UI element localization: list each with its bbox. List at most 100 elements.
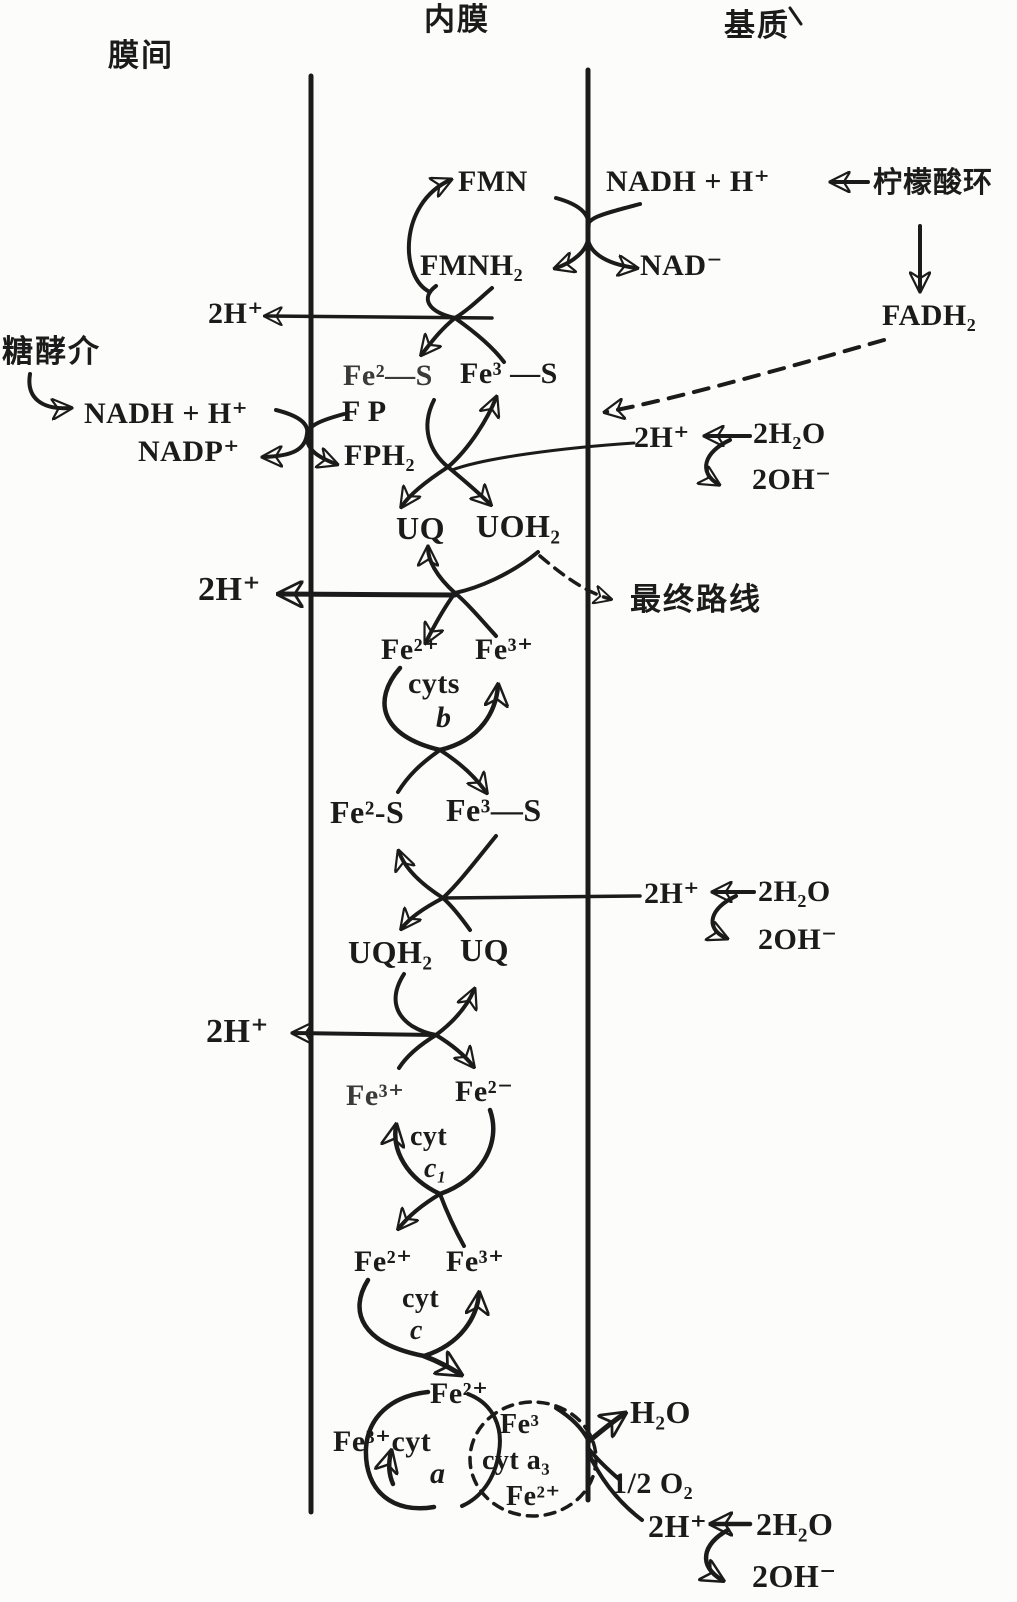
arrow-fmn-to-nad — [554, 196, 636, 268]
fes2-right-down-curve — [441, 834, 498, 900]
membrane-to-proton-bottom — [586, 1450, 644, 1522]
fe2-c1-label: Fe²⁻ — [455, 1075, 514, 1108]
cytc1-loop-right — [437, 1107, 496, 1197]
uoh2-down-curve — [453, 550, 540, 595]
arrow-up-into-fes2 — [399, 852, 445, 900]
fph2-label: FPH₂ — [344, 439, 415, 472]
proton-low-arrow — [294, 1033, 438, 1035]
proton-r1-line — [450, 441, 636, 472]
cytb-loop-left — [382, 665, 443, 753]
hook-r2-to-hydroxide — [713, 894, 738, 938]
arrow-into-uq1 — [402, 465, 450, 506]
cyta-loop-right — [460, 1392, 502, 1508]
uoh2-label: UOH₂ — [476, 508, 561, 544]
fe2-b-label: Fe²⁺ — [381, 633, 440, 666]
arrow-nadh-to-fmnh2 — [556, 202, 642, 268]
water-r2-label: 2H₂O — [758, 875, 831, 908]
fp-arrows — [27, 372, 346, 464]
cytc-arrows — [357, 1277, 479, 1374]
fe3-a3-label: Fe³ — [500, 1409, 540, 1440]
a-label: a — [430, 1457, 446, 1490]
fes1-left-label: Fe²—S — [343, 359, 433, 392]
proton-mid-arrow — [280, 594, 458, 595]
fes2-right-label: Fe³—S — [446, 792, 542, 828]
bottom-water-arrows — [706, 1524, 753, 1580]
fe3-c-label: Fe³⁺ — [446, 1245, 505, 1278]
proton-r1-label: 2H⁺ — [634, 421, 690, 454]
arrow-to-fe2c — [399, 1192, 442, 1228]
arrow-up-into-uq1 — [428, 548, 457, 595]
o2-to-membrane-curve — [586, 1446, 622, 1482]
membrane-lines — [308, 6, 803, 1515]
arrow-to-water-product — [585, 1414, 624, 1445]
fe2-a3-label: Fe²⁺ — [506, 1481, 561, 1512]
a3-to-membrane-curve — [554, 1406, 590, 1442]
fadh2-label: FADH₂ — [882, 299, 977, 332]
dashed-final-route-arrow — [538, 554, 610, 599]
fe3c-up-curve — [438, 1192, 466, 1248]
fmnh2-label: FMNH₂ — [420, 249, 524, 282]
nadp-label: NADP⁺ — [138, 435, 240, 468]
inner-membrane-label: 内膜 — [424, 2, 490, 37]
proton-r2-label: 2H⁺ — [644, 877, 700, 910]
uq-b-arrows — [280, 548, 610, 642]
arrow-into-uoh2 — [446, 465, 490, 504]
arrow-to-fes2-right — [438, 748, 486, 792]
matrix-label: 基质 — [724, 8, 790, 43]
final-route-label: 最终路线 — [630, 582, 762, 617]
arrow-loop-into-fmn — [406, 180, 450, 294]
cytc1-loop-left-arrow — [395, 1126, 443, 1197]
arrow-into-fe2b — [426, 591, 457, 642]
uq1-label: UQ — [396, 510, 445, 546]
water-r1-label: 2H₂O — [753, 417, 826, 450]
uqh2-down-curve — [393, 972, 438, 1037]
fmn-label: FMN — [458, 165, 528, 198]
c1-label: c₁ — [424, 1153, 448, 1184]
arrow-to-fe2a — [421, 1356, 460, 1374]
nad-label: NAD⁻ — [640, 249, 723, 282]
fes1-down-curve — [425, 398, 450, 469]
hydroxide-r2-label: 2OH⁻ — [758, 923, 838, 956]
cytc1-arrows — [395, 1107, 496, 1248]
cyt-a3-label: cyt a₃ — [482, 1445, 551, 1476]
curve-to-fe3c1 — [397, 1033, 438, 1070]
curve-to-fes2-left — [396, 748, 442, 794]
uqh2-c1-arrows — [294, 972, 474, 1070]
arrow-into-fe2c1 — [434, 1033, 473, 1066]
matrix-tick-mark — [788, 6, 803, 26]
curve-to-fes1-right — [453, 316, 506, 364]
intermembrane-label: 膜间 — [108, 38, 174, 73]
half-o2-label: 1/2 O₂ — [612, 1467, 694, 1500]
fes1-right-label: Fe³ —S — [460, 357, 558, 390]
fe3-b-label: Fe³⁺ — [475, 633, 534, 666]
fe2-a-label: Fe²⁺ — [430, 1377, 489, 1410]
cytb-loop-right-arrow — [437, 686, 498, 753]
arrow-up-into-uq2 — [434, 990, 474, 1037]
hook-r1-to-hydroxide — [706, 438, 732, 484]
nadh-intermembrane-label: NADH + H⁺ — [84, 397, 249, 430]
proton-top-arrow — [266, 316, 494, 318]
arrow-fp-to-nadp — [264, 412, 346, 457]
cytc-loop-left — [357, 1277, 427, 1359]
cytb-arrows — [382, 665, 498, 794]
cyt-c1-word-label: cyt — [410, 1121, 448, 1152]
arrow-into-uqh2 — [402, 896, 445, 928]
fe3-cyt-a-label: Fe³⁺cyt — [333, 1425, 432, 1458]
cytb-b-label: b — [436, 701, 452, 734]
arrow-glycolysis-to-nadh — [27, 372, 70, 408]
proton-r2-line — [441, 894, 642, 900]
fp-label: F P — [342, 395, 387, 428]
uqh2-label: UQH₂ — [348, 934, 433, 970]
water-r3-label: 2H₂O — [756, 1506, 834, 1542]
uq2-up-curve — [441, 896, 472, 932]
fes2-left-label: Fe²-S — [330, 794, 405, 830]
citric-cycle-arrows — [606, 182, 920, 412]
hydroxide-r3-label: 2OH⁻ — [752, 1558, 837, 1594]
fe3-c1-label: Fe³⁺ — [346, 1079, 405, 1112]
proton-mid-label: 2H⁺ — [198, 571, 261, 608]
c-label: c — [410, 1315, 423, 1346]
fes2-uqh2-arrows — [399, 834, 756, 938]
fmnh2-loop-left — [425, 284, 457, 320]
water-product-label: H₂O — [630, 1394, 691, 1430]
